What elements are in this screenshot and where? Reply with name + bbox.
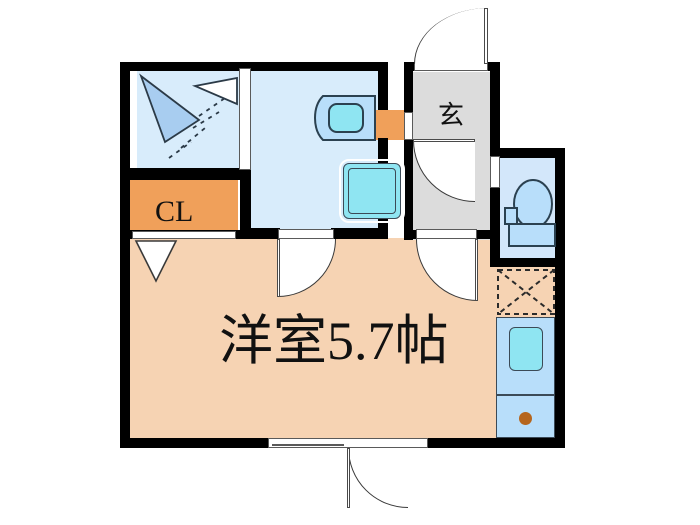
wall-genkan-right-upper (490, 62, 500, 154)
kitchen-sink-icon (509, 327, 543, 371)
washbasin-icon (313, 95, 376, 141)
genkan-inner-threshold (416, 229, 477, 239)
balcony-window-rail-line (272, 444, 344, 446)
closet-door-threshold (132, 231, 236, 239)
wall-genkan-left (404, 62, 413, 112)
genkan-side-threshold (404, 112, 413, 140)
wall-left-outer (120, 62, 130, 448)
wall-genkan-bottom-right (475, 230, 500, 239)
closet-label: CL (155, 195, 194, 228)
shower-partition (239, 68, 251, 170)
entrance-label: 玄 (438, 101, 465, 131)
bath-door-swing[interactable] (278, 239, 336, 297)
hall-door-swing[interactable] (416, 239, 478, 301)
wall-bath-bottom-right (331, 228, 388, 239)
balcony-door-leaf[interactable] (347, 448, 350, 508)
entrance-door-leaf[interactable] (484, 8, 488, 64)
entrance-door-threshold (414, 63, 488, 71)
washing-machine-pan-icon (497, 269, 555, 315)
balcony-door-swing[interactable] (348, 448, 408, 508)
wall-bath-bottom (240, 228, 280, 239)
wall-bath-right (378, 62, 388, 110)
bath-door-leaf[interactable] (277, 239, 280, 297)
wall-genkan-right-lower (490, 188, 500, 266)
wall-toilet-bottom (490, 258, 565, 267)
closet-floor (130, 180, 238, 238)
main-room-label: 洋室5.7帖 (219, 311, 449, 371)
toilet-door-threshold (490, 156, 500, 188)
wall-right-outer (555, 148, 565, 448)
balcony-window-sash (268, 438, 428, 448)
genkan-inner-door-leaf[interactable] (413, 139, 475, 142)
bath-door-threshold (278, 229, 334, 239)
stove-burner-icon (519, 412, 532, 425)
closet-folding-marker (134, 240, 178, 283)
wall-genkan-bottom-left (404, 230, 418, 239)
toilet-icon (504, 179, 556, 247)
wall-toilet-top (490, 148, 565, 158)
wall-shower-bottom (128, 168, 250, 180)
wall-genkan-left-lower (404, 140, 413, 240)
wall-top-outer (120, 62, 386, 71)
shower-icon (139, 73, 238, 159)
entrance-door-swing[interactable] (414, 8, 488, 64)
genkan-inner-door-swing[interactable] (413, 140, 475, 202)
bathtub-inner (348, 168, 396, 214)
hall-door-leaf[interactable] (475, 239, 478, 301)
